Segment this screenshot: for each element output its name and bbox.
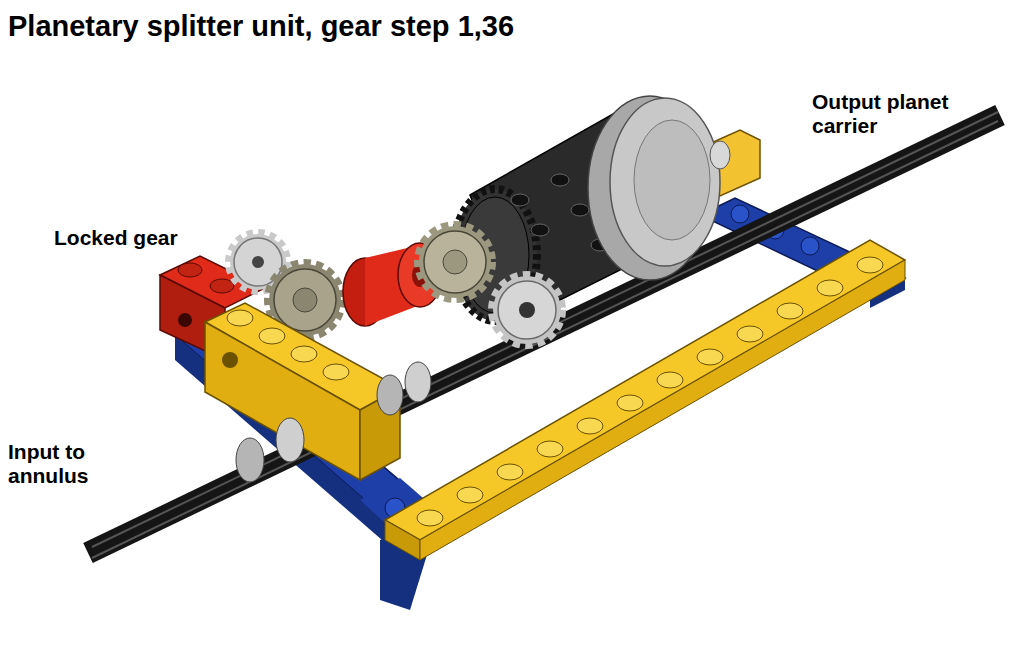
diagram-title: Planetary splitter unit, gear step 1,36	[8, 10, 908, 43]
bush	[236, 362, 431, 482]
grey-gear	[493, 276, 561, 344]
yellow-plate	[385, 240, 905, 560]
grey-disc	[588, 96, 730, 280]
yellow-beam	[205, 303, 400, 480]
tan-gear	[419, 226, 491, 298]
part-label: Output planet carrier	[812, 90, 1002, 138]
part-label: Locked gear	[54, 226, 254, 250]
part-label: Input to annulus	[8, 440, 126, 488]
